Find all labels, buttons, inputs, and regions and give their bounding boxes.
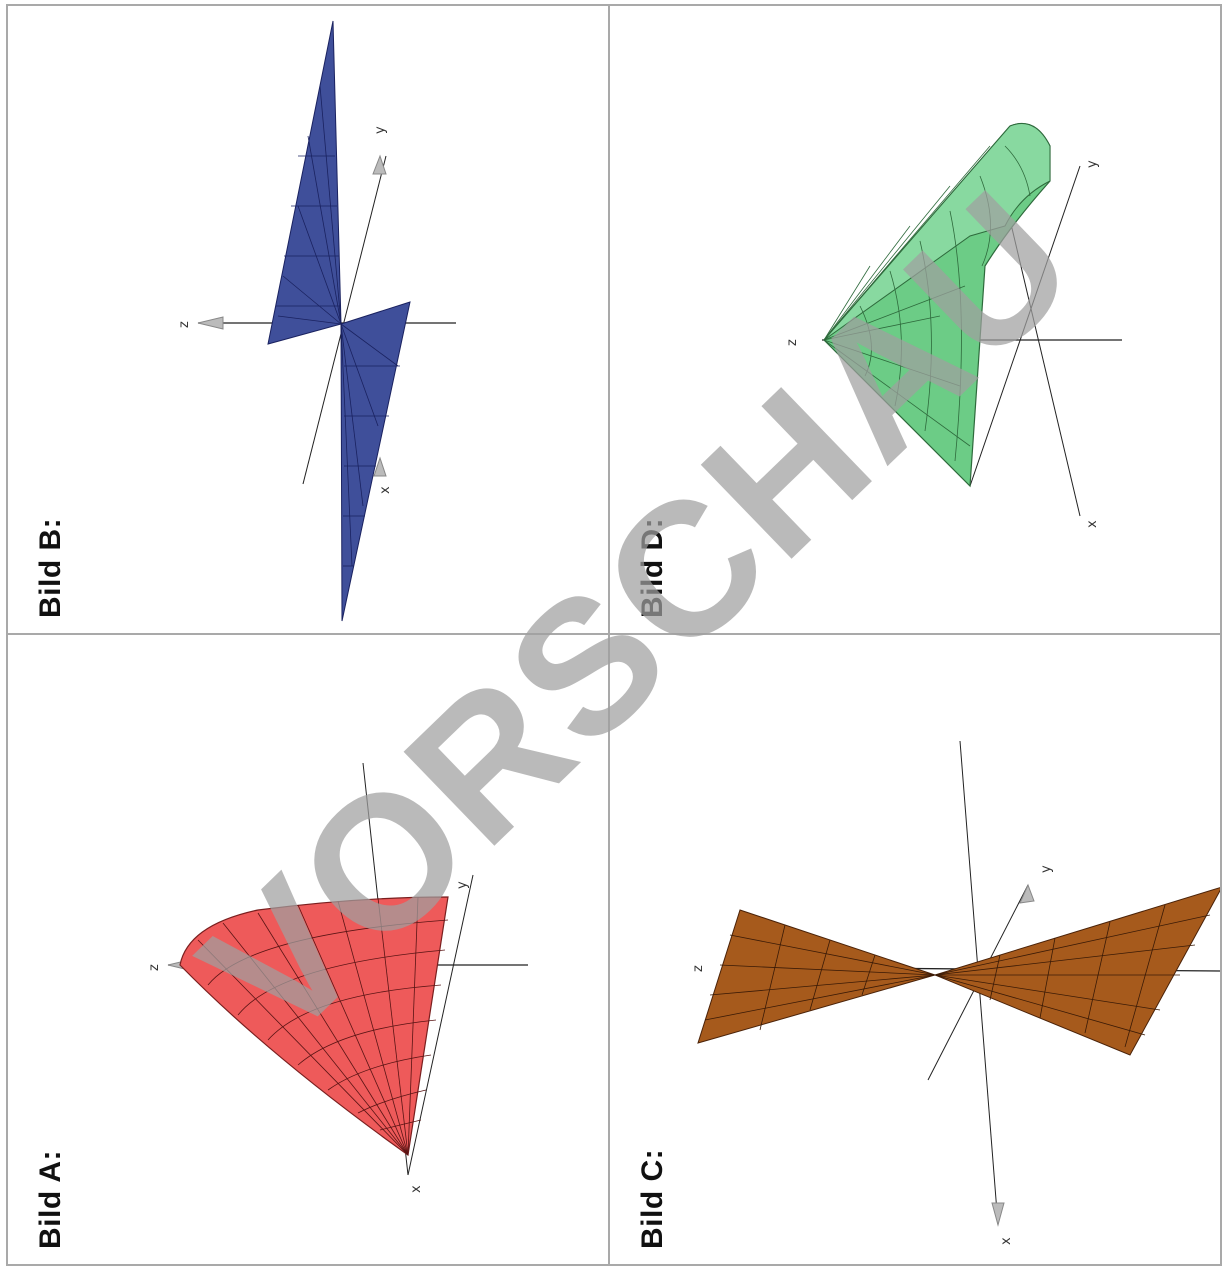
axis-y-label: y bbox=[373, 126, 388, 134]
cell-bild-a: z y x Bild A: bbox=[8, 635, 608, 1264]
bild-d-plot: z y x bbox=[785, 122, 1122, 528]
table-border-right bbox=[1220, 4, 1222, 1266]
axis-y-label: y bbox=[455, 881, 470, 889]
table-border-center bbox=[608, 4, 610, 1266]
label-bild-b: Bild B: bbox=[34, 517, 67, 618]
axis-z-label: z bbox=[785, 339, 800, 346]
cell-bild-b: z y x Bild B: bbox=[8, 6, 608, 633]
axis-x-label: x bbox=[1085, 520, 1100, 528]
table-border-middle bbox=[6, 633, 1222, 635]
axis-z-label: z bbox=[177, 321, 192, 328]
table-border-left bbox=[6, 4, 8, 1266]
axis-x-label: x bbox=[378, 486, 393, 494]
axis-x-label: x bbox=[409, 1185, 424, 1193]
axis-x-label: x bbox=[999, 1237, 1014, 1245]
figure-grid: z y x Bild B: bbox=[6, 4, 1222, 1266]
axis-y-label: y bbox=[1039, 865, 1054, 873]
axis-y-label: y bbox=[1085, 160, 1100, 168]
table-border-top bbox=[6, 4, 1222, 6]
cell-bild-d: z y x Bild D: bbox=[610, 6, 1220, 633]
cell-bild-c: z y x Bild C: bbox=[610, 635, 1220, 1264]
bild-c-plot: z y x bbox=[691, 740, 1220, 1245]
label-bild-c: Bild C: bbox=[636, 1148, 669, 1249]
axis-z-label: z bbox=[691, 965, 706, 972]
bild-b-plot: z y x bbox=[177, 20, 456, 622]
bild-a-plot: z y x bbox=[147, 762, 528, 1193]
table-border-bottom bbox=[6, 1264, 1222, 1266]
axis-z-label: z bbox=[147, 964, 162, 971]
label-bild-a: Bild A: bbox=[34, 1149, 67, 1249]
label-bild-d: Bild D: bbox=[636, 517, 669, 618]
